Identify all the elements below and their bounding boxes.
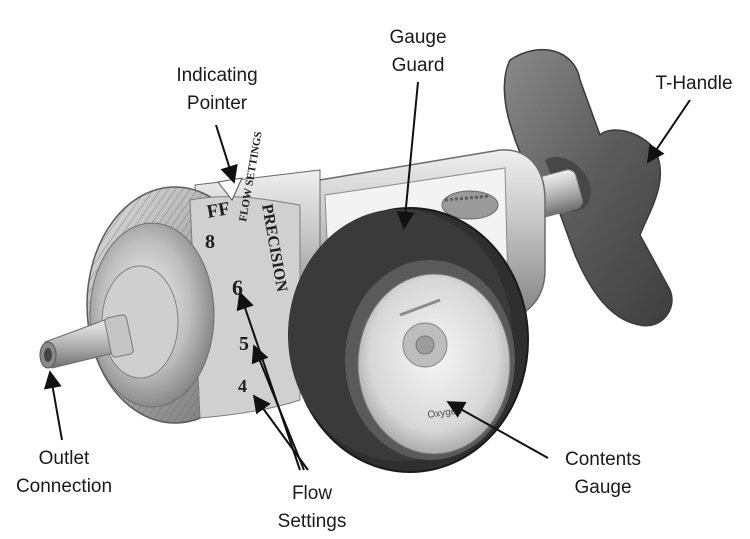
leader-t-handle [646, 99, 691, 164]
label-flow-settings-line2: Settings [277, 511, 347, 532]
leader-lines [43, 81, 691, 471]
label-gauge-guard: Gauge Guard [378, 24, 458, 80]
label-indicating-pointer-line1: Indicating [176, 65, 258, 86]
dial-mark-8: 8 [205, 231, 215, 253]
leader-outlet-connection [43, 370, 63, 441]
label-t-handle-line1: T-Handle [655, 73, 733, 94]
label-outlet-connection-line2: Connection [15, 476, 113, 497]
leader-gauge-guard [396, 81, 419, 230]
leader-contents-gauge [446, 401, 549, 459]
leader-flow-setting-5 [251, 344, 305, 471]
label-contents-gauge-line1: Contents [564, 449, 642, 470]
label-outlet-connection: Outlet Connection [2, 445, 126, 501]
label-gauge-guard-line1: Gauge [389, 27, 447, 48]
label-flow-settings-line1: Flow [291, 483, 333, 504]
label-outlet-connection-line1: Outlet [38, 448, 90, 469]
dial-mark-6: 6 [232, 275, 243, 300]
label-gauge-guard-line2: Guard [391, 55, 445, 76]
label-contents-gauge-line2: Gauge [574, 477, 632, 498]
leader-indicating-pointer [215, 124, 238, 184]
label-indicating-pointer-line2: Pointer [186, 93, 248, 114]
outlet-nozzle [39, 314, 134, 369]
label-contents-gauge: Contents Gauge [548, 446, 658, 502]
label-flow-settings: Flow Settings [260, 480, 364, 536]
leader-flow-setting-4 [252, 394, 309, 471]
label-indicating-pointer: Indicating Pointer [158, 62, 276, 118]
dial-mark-5: 5 [239, 333, 249, 355]
leader-flow-setting-6 [236, 291, 301, 471]
dial-mark-ff: FF [205, 198, 232, 223]
contents-gauge-part: Oxygen [288, 207, 529, 473]
label-t-handle: T-Handle [640, 70, 748, 98]
dial-mark-4: 4 [238, 376, 247, 396]
